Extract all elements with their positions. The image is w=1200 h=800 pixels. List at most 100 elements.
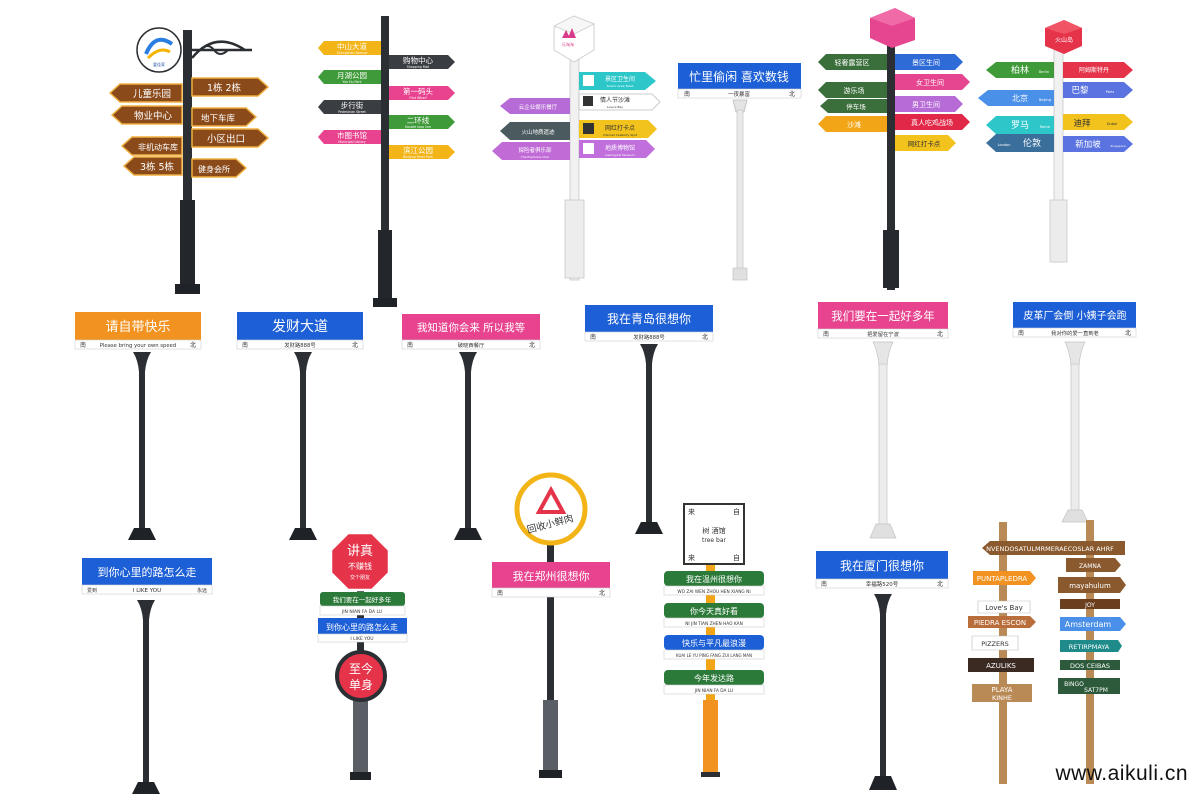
arrow-label: PIEDRA ESCON: [974, 619, 1026, 627]
octagon-line-2: 不赚钱: [348, 561, 372, 571]
arrow-sublabel: Municipal Library: [338, 140, 365, 144]
arrow-label: 探险者俱乐部: [518, 146, 552, 154]
arrow-label: 步行街: [341, 100, 364, 110]
street-sign-s13: 到你心里的路怎么走 爱到 I LIKE YOU 永远: [81, 558, 213, 794]
box-corner-text: 来: [688, 508, 695, 516]
arrow-label: 景区卫生间: [605, 75, 635, 83]
cube-label: 火山岛: [1055, 36, 1073, 44]
arrow-sublabel: Internet Celebrity Spot: [603, 133, 638, 137]
sign-subtitle: 发财路888号: [284, 341, 315, 349]
sign-right-direction: 北: [702, 333, 708, 341]
sign-left-direction: 南: [497, 589, 503, 597]
circle-line-2: 单身: [349, 677, 373, 692]
arrow-left: 探险者俱乐部 The Explorers Club: [492, 142, 570, 160]
sign-subtitle: 把爱留在宁波: [867, 330, 899, 338]
signpost-scenic: 乐淘淘 景区卫生间 Scenic Area Toilet 情人节沙滩 Love'…: [492, 15, 661, 281]
arrow-label: 地下车库: [201, 113, 236, 124]
arrow-sublabel: Geological Museum: [605, 153, 634, 157]
arrow-left: 轻奢露营区: [818, 54, 887, 70]
arrow-right: 迪拜 Dubai: [1063, 114, 1133, 130]
sign-title: 我在郑州很想你: [513, 569, 590, 583]
recycle-circle-sign: [514, 472, 588, 546]
arrow-sublabel: Dubai: [1107, 122, 1117, 126]
arrow-left: 北京 Beijing: [978, 90, 1054, 106]
street-sign-s7: 请自带快乐 南 Please bring your own speed 北: [74, 312, 202, 540]
sign-right-direction: 永远: [197, 587, 207, 594]
arrow-right: 地下车库: [191, 107, 258, 127]
arrow-left: 物业中心: [110, 105, 183, 125]
arrow-label: 第一码头: [403, 86, 433, 96]
box-corner-text: 自: [733, 553, 740, 562]
sign-title: 忙里偷闲 喜欢数钱: [689, 69, 789, 84]
sign-subtitle: 我对你的爱一直到老: [1051, 329, 1099, 337]
arrow-label: NVENDOSATULMRMERAECOSLAR AHRF: [986, 545, 1114, 553]
arrow-sublabel: Paris: [1106, 90, 1115, 94]
sign-left-direction: 爱到: [87, 587, 97, 594]
arrow-right: 景区卫生间 Scenic Area Toilet: [579, 72, 656, 90]
sign-title: 皮革厂会倒 小姨子会跑: [1023, 309, 1126, 322]
arrow-sublabel: Yue Hu Park: [343, 80, 362, 84]
arrow-left: 非机动车库: [120, 136, 183, 156]
arrow-label: 月湖公园: [337, 71, 367, 80]
arrow-left: 罗马 Rome: [986, 116, 1054, 134]
arrow-label: 滨江公园: [403, 145, 433, 155]
arrow-right: 健身会所: [191, 158, 248, 178]
arrow-label: mayahulum: [1069, 582, 1111, 590]
arrow-label: 健身会所: [198, 164, 230, 174]
sign-right-direction: 北: [599, 589, 605, 597]
arrow-label: 游乐场: [844, 86, 865, 95]
street-sign-s17: 我在厦门很想你 南 幸福路520号 北: [815, 551, 949, 790]
circle-line-1: 至今: [349, 661, 373, 676]
tree-bar-box: [683, 503, 745, 565]
arrow-label: Amsterdam: [1065, 620, 1112, 629]
octagon-line-1: 讲真: [347, 544, 373, 559]
arrow-right: 1栋 2栋: [191, 77, 270, 97]
arrow-label: 真人吃鸡战场: [911, 118, 953, 127]
arrow-left: 市图书馆 Municipal Library: [318, 130, 381, 144]
arrow-sublabel: Berlin: [1039, 70, 1049, 74]
sign-left-direction: 南: [823, 330, 829, 338]
plate-subtitle: JIN NIAN FA DA LU: [341, 609, 382, 615]
arrow-sublabel: Shopping Mall: [407, 65, 430, 69]
sign-title: 我在青岛很想你: [607, 311, 691, 326]
arrow-label: 女卫生间: [916, 78, 944, 87]
box-title: 树 酒馆: [702, 526, 725, 535]
arrow-right: 网红打卡点 Internet Celebrity Spot: [579, 120, 657, 138]
arrow-label: 伦敦: [1023, 137, 1041, 149]
arrow-label: 网红打卡点: [908, 139, 941, 148]
arrow-label: PIZZERS: [981, 640, 1009, 648]
sign-title: 我们要在一起好多年: [831, 309, 935, 323]
arrow-right: 小区出口: [191, 128, 270, 148]
cube-label: 乐淘淘: [562, 41, 574, 47]
arrow-left: 伦敦 London: [986, 134, 1054, 152]
sign-title: 到你心里的路怎么走: [98, 565, 197, 579]
signpost-residential: 爱佳家 儿童乐园 1栋 2栋 物业中心 地下车库 非机动车库 小区出口 3栋 5…: [108, 27, 270, 294]
arrow-label: 中山大道: [337, 41, 367, 51]
arrow-label: 巴黎: [1071, 85, 1089, 96]
arrow-right: 情人节沙滩 Love's Bay: [578, 93, 661, 111]
arrow-right: 二环线 Double loop line: [389, 115, 455, 129]
street-sign-s8: 发财大道 南 发财路888号 北: [236, 312, 364, 540]
plate-title: 你今天真好看: [690, 606, 738, 616]
arrow-right: 网红打卡点: [895, 135, 956, 151]
sign-title: 我知道你会来 所以我等: [417, 321, 526, 334]
arrow-right: 地质博物馆 Geological Museum: [579, 140, 655, 158]
arrow-label: 罗马: [1011, 120, 1029, 131]
circle-sign: [335, 650, 387, 702]
arrow-left: 月湖公园 Yue Hu Park: [318, 70, 381, 84]
arrow-left: 游乐场: [818, 82, 887, 98]
arrow-left: 中山大道 Zhongshan Avenue: [318, 41, 381, 55]
plate-subtitle: JIN NIAN FA DA LU: [694, 688, 733, 694]
arrow-label: BINGO: [1064, 681, 1084, 688]
arrow-right: 巴黎 Paris: [1063, 82, 1133, 98]
street-sign-s10: 我在青岛很想你 南 发财路888号 北: [584, 305, 714, 534]
plate-title: 我在温州很想你: [686, 574, 742, 584]
arrow-left: 火山地质遗迹: [500, 122, 570, 140]
arrow-label: 小区出口: [207, 133, 245, 145]
arrow-label: 儿童乐园: [133, 88, 171, 100]
arrow-label: 情人节沙滩: [600, 96, 630, 104]
arrow-label: PLAYA: [991, 686, 1012, 694]
signpost-stop-style: 讲真 不赚钱 交个朋友 我们要在一起好多年 JIN NIAN FA DA LU …: [317, 531, 408, 780]
sign-subtitle: 幸福路520号: [866, 580, 899, 588]
sign-left-direction: 南: [684, 90, 690, 98]
